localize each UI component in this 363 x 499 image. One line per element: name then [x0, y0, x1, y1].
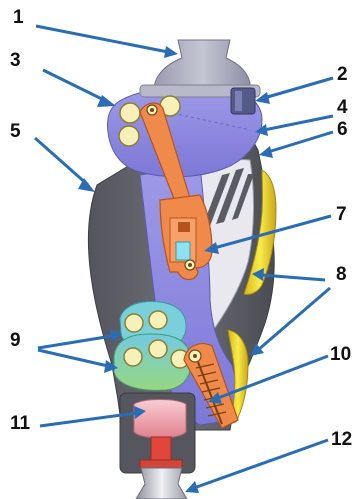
bearing-mid-left [119, 126, 139, 146]
red-adapter-cap [140, 460, 182, 468]
leader-4 [264, 116, 333, 130]
leader-1-head [164, 46, 178, 58]
bearing-cyan-2 [149, 311, 167, 329]
pink-cushion [134, 400, 186, 439]
linkage-bottom-dot [188, 263, 192, 267]
leader-12 [194, 440, 328, 488]
leader-6-head [259, 146, 273, 158]
callout-3: 3 [10, 51, 21, 70]
linkage-cyan-slider [176, 242, 190, 260]
callout-8: 8 [336, 265, 347, 284]
leader-1 [36, 26, 168, 52]
bearing-top-left [120, 103, 140, 123]
callout-7: 7 [336, 205, 347, 224]
pyramid-adapter [154, 40, 250, 92]
lock-block [231, 88, 255, 114]
callout-10: 10 [330, 345, 351, 364]
spring-top-dot [193, 354, 197, 358]
callout-1: 1 [13, 8, 24, 27]
callout-11: 11 [10, 414, 30, 433]
tube-clamp [136, 468, 187, 499]
callout-6: 6 [337, 120, 348, 139]
leader-12-head [185, 481, 199, 493]
callout-5: 5 [10, 122, 21, 141]
bearing-cyan-1 [125, 314, 143, 332]
linkage-top-dot [150, 108, 154, 112]
leader-5 [35, 138, 88, 185]
leader-3 [43, 70, 106, 101]
leader-2 [264, 78, 333, 98]
leader-9b [38, 350, 108, 366]
lock-block-hl [235, 91, 242, 111]
callout-2: 2 [337, 65, 348, 84]
bearing-green-1 [124, 348, 142, 366]
leader-9a [38, 336, 112, 348]
callout-9: 9 [10, 331, 21, 350]
callout-12: 12 [331, 430, 352, 449]
bearing-green-2 [149, 340, 167, 358]
callout-4: 4 [337, 98, 348, 117]
linkage-slot [178, 222, 190, 232]
leader-6 [268, 132, 333, 152]
